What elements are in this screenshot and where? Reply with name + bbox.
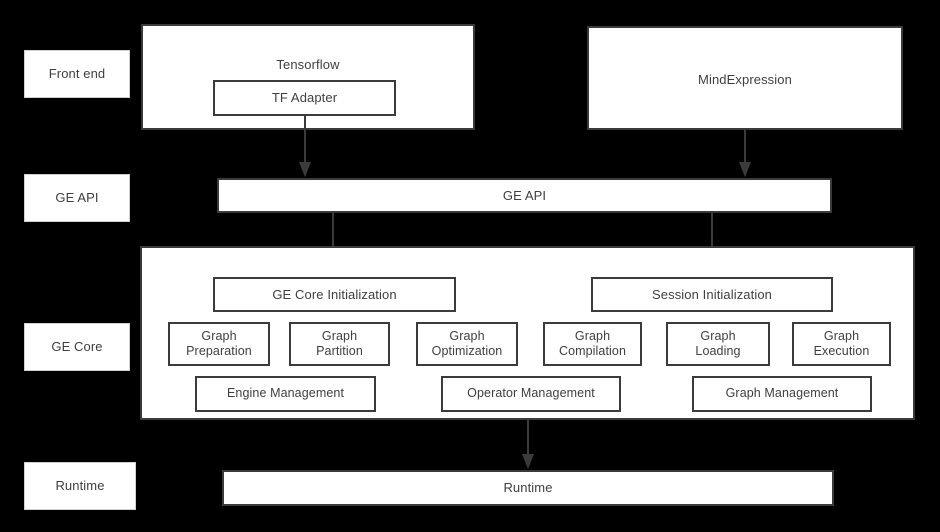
stage-label-line1: Graph — [700, 328, 736, 343]
stage-label-line2: Compilation — [558, 344, 627, 358]
tensorflow-group: Tensorflow TF Adapter — [141, 24, 475, 130]
stage-label-line2: Preparation — [186, 344, 252, 358]
arrow-mindexpression-to-ge-api — [736, 129, 754, 178]
ge-core-group: GE Core Initialization Session Initializ… — [140, 246, 915, 420]
graph-management-box: Graph Management — [692, 376, 872, 412]
stage-label-line2: Loading — [695, 344, 741, 358]
stage-graph-optimization: Graph Optimization — [416, 322, 518, 366]
stage-label-line2: Execution — [813, 344, 870, 358]
session-initialization-box: Session Initialization — [591, 277, 833, 312]
mindexpression-title: MindExpression — [698, 72, 792, 87]
tf-adapter-box: TF Adapter — [213, 80, 396, 116]
engine-management-box: Engine Management — [195, 376, 376, 412]
stage-label-line1: Graph — [823, 328, 860, 343]
ge-api-bar: GE API — [217, 178, 832, 213]
stage-graph-preparation: Graph Preparation — [168, 322, 270, 366]
operator-management-box: Operator Management — [441, 376, 621, 412]
arrow-tf-adapter-to-ge-api — [296, 114, 314, 178]
stage-label-line1: Graph — [321, 328, 358, 343]
stage-graph-compilation: Graph Compilation — [543, 322, 642, 366]
layer-label-ge-core: GE Core — [24, 323, 130, 371]
layer-label-runtime: Runtime — [24, 462, 136, 510]
mindexpression-group: MindExpression — [587, 26, 903, 130]
arrow-ge-core-to-runtime — [519, 420, 537, 470]
stage-graph-execution: Graph Execution — [792, 322, 891, 366]
runtime-bar: Runtime — [222, 470, 834, 506]
layer-label-front-end: Front end — [24, 50, 130, 98]
layer-label-ge-api: GE API — [24, 174, 130, 222]
stage-label-line2: Optimization — [431, 344, 503, 358]
stage-label-line1: Graph — [449, 328, 485, 343]
stage-graph-partition: Graph Partition — [289, 322, 390, 366]
stage-label-line2: Partition — [316, 344, 363, 358]
stage-label-line1: Graph — [201, 328, 237, 343]
stage-label-line1: Graph — [574, 328, 611, 343]
stage-graph-loading: Graph Loading — [666, 322, 770, 366]
tensorflow-title: Tensorflow — [276, 57, 340, 72]
ge-core-initialization-box: GE Core Initialization — [213, 277, 456, 312]
